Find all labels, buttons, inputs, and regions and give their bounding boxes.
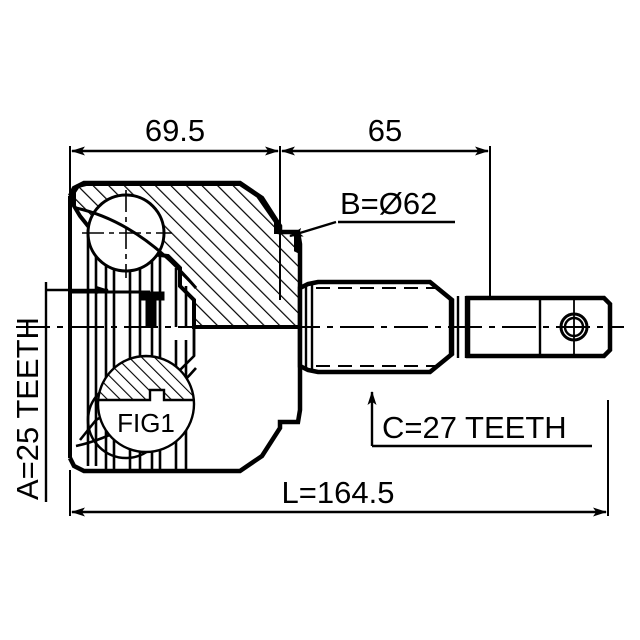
fig1-contents: [98, 356, 194, 402]
housing-outline-lower: [67, 327, 303, 474]
callout-a-teeth: A=25 TEETH: [10, 282, 109, 502]
fig1-detail-bubble: FIG1: [96, 354, 196, 454]
shaft-end-block: [465, 295, 613, 359]
callout-b-diameter: B=Ø62: [289, 186, 455, 238]
spline-keyway-cap: [139, 291, 165, 301]
fig1-hatched-profile: [98, 356, 194, 402]
cage-arc-upper: [75, 206, 198, 289]
cv-joint-part: FIG1: [16, 180, 624, 474]
dimension-label-65: 65: [368, 113, 402, 148]
dimension-69-5: 69.5: [69, 113, 281, 300]
callout-c-teeth: C=27 TEETH: [367, 391, 592, 448]
shaft-main-body: [297, 279, 455, 375]
callout-label-c: C=27 TEETH: [382, 410, 567, 445]
callout-label-b: B=Ø62: [340, 186, 437, 221]
dimension-label-L: L=164.5: [282, 475, 395, 510]
dimension-length: L=164.5: [69, 400, 609, 517]
callout-label-a: A=25 TEETH: [10, 317, 45, 500]
spline-keyway-mark: [145, 295, 157, 328]
dimension-label-69-5: 69.5: [145, 113, 205, 148]
housing-outline-upper: [67, 180, 303, 327]
fig1-label: FIG1: [117, 408, 175, 438]
dimension-65: 65: [281, 113, 491, 300]
